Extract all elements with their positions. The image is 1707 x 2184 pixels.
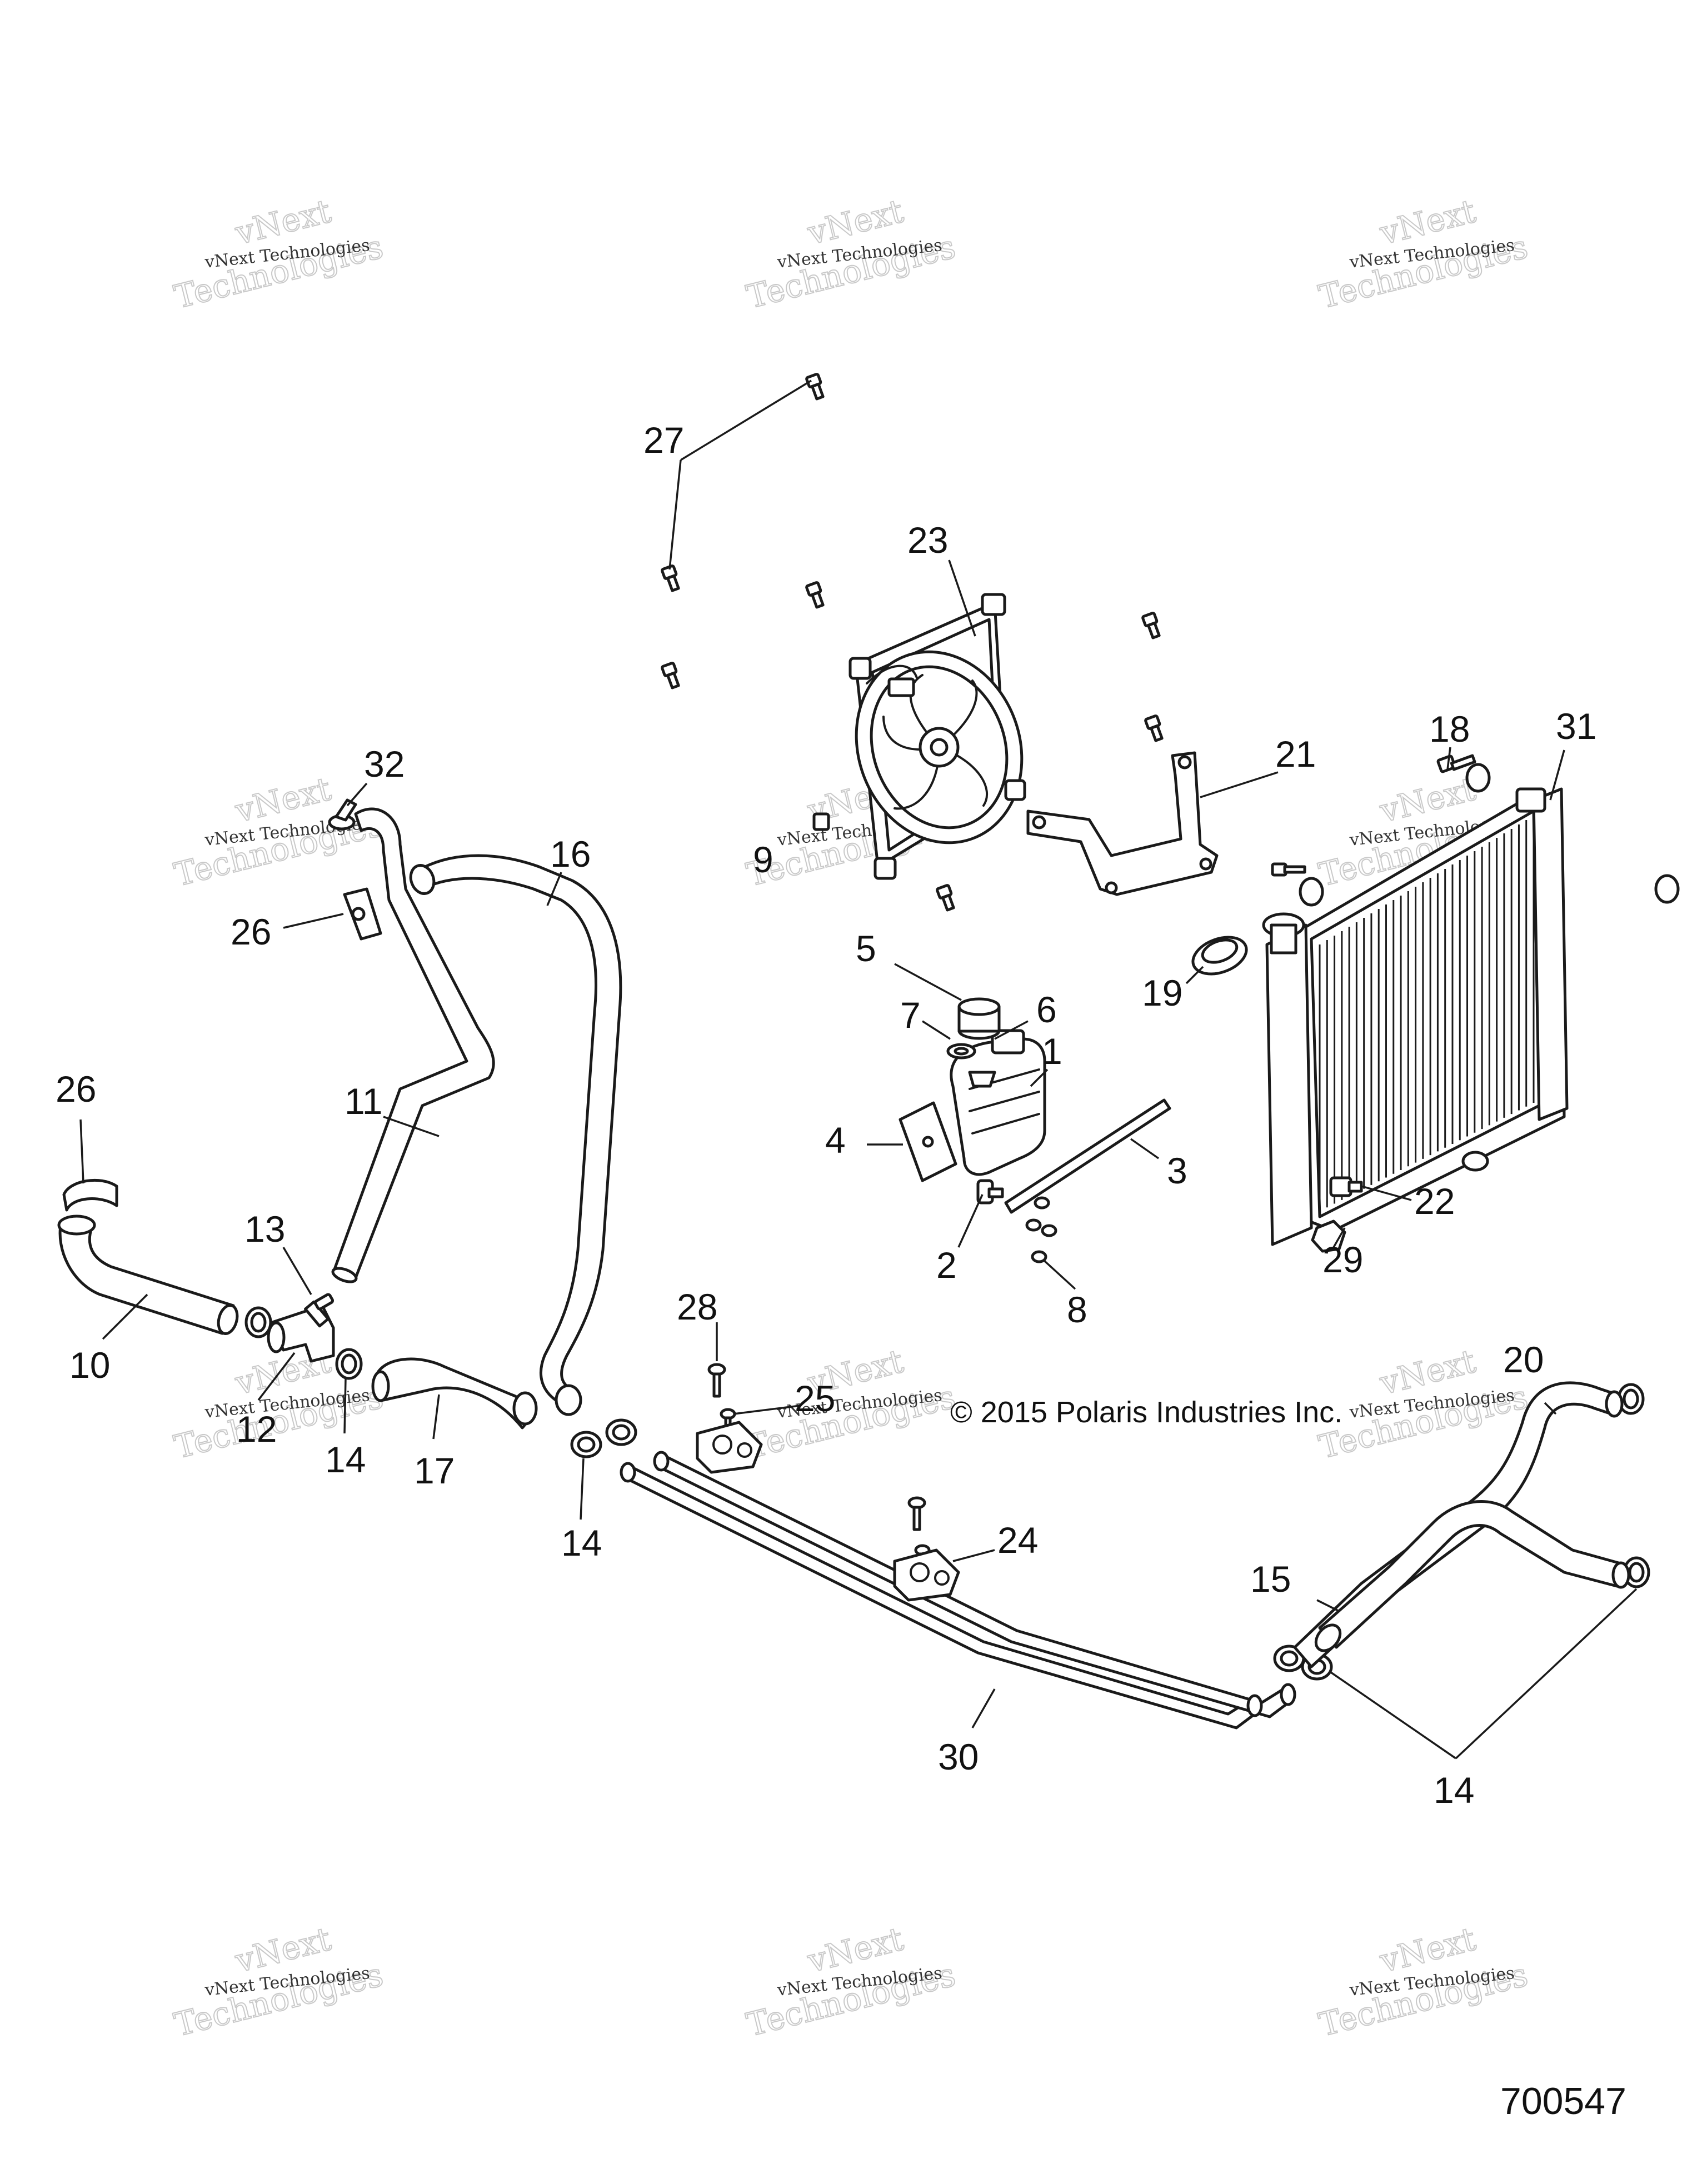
watermark-top-right: vNext Technologies vNext Technologies (1315, 192, 1532, 317)
watermark-bottom-right: vNext Technologies vNext Technologies (1315, 1920, 1532, 2045)
reservoir-washer (946, 1043, 976, 1059)
radiator-bolts-grommets (1271, 754, 1680, 1172)
callout-14-right: 14 (1434, 1770, 1474, 1811)
tube-bracket-lower (893, 1548, 960, 1602)
reservoir-bracket (899, 1101, 957, 1182)
radiator (1262, 787, 1569, 1246)
fan-mounting-bracket (1026, 751, 1219, 896)
callout-31: 31 (1556, 706, 1596, 747)
hose-clamp-left (62, 1178, 118, 1212)
callout-26-upper: 26 (231, 911, 271, 952)
callout-17: 17 (414, 1450, 455, 1491)
right-lower-hose (1314, 1500, 1630, 1652)
fan-shroud-bolts (661, 373, 1164, 912)
tee-fitting (267, 1300, 335, 1363)
hose-clamps (244, 1306, 1650, 1681)
callout-18: 18 (1429, 708, 1470, 749)
callout-6: 6 (1036, 989, 1057, 1030)
callout-28: 28 (677, 1286, 717, 1327)
watermark-bottom-left: vNext Technologies vNext Technologies (170, 1920, 387, 2045)
watermark-lower-right: vNext Technologies vNext Technologies (1315, 1342, 1532, 1467)
watermark-bottom-center: vNext Technologies vNext Technologies (742, 1920, 960, 2045)
leader-lines (79, 379, 1638, 1760)
callout-8: 8 (1067, 1289, 1087, 1330)
cooling-fan-assembly (812, 593, 1026, 880)
callout-5: 5 (856, 928, 876, 969)
callout-7: 7 (900, 994, 921, 1036)
callout-9: 9 (753, 839, 773, 880)
callout-3: 3 (1167, 1150, 1187, 1191)
tube-bracket-upper (696, 1421, 763, 1474)
reservoir-adapter (968, 1071, 996, 1088)
upper-radiator-hose (409, 854, 622, 1416)
reservoir-screws (1025, 1196, 1057, 1263)
callout-14-center: 14 (561, 1522, 602, 1563)
hose-clamp-upper (343, 887, 382, 941)
callout-27: 27 (643, 419, 684, 461)
reservoir-cap (957, 997, 1001, 1040)
document-number: 700547 (1500, 2080, 1626, 2122)
watermark-lower-center: vNext Technologies vNext Technologies (742, 1342, 960, 1467)
small-hose-clamp (328, 798, 357, 831)
radiator-cap (1191, 936, 1248, 976)
copyright-notice: © 2015 Polaris Industries Inc. (950, 1396, 1342, 1429)
radiator-fins (1319, 816, 1535, 1211)
callout-26-left: 26 (56, 1068, 96, 1110)
watermark-mid-left: vNext Technologies vNext Technologies (170, 769, 387, 894)
bleeder-screw (313, 1293, 335, 1311)
lower-short-hose (371, 1357, 538, 1430)
callout-14-left: 14 (325, 1439, 366, 1480)
callout-30: 30 (938, 1736, 979, 1777)
callout-2: 2 (936, 1245, 957, 1286)
callout-20: 20 (1503, 1339, 1544, 1380)
callout-11: 11 (345, 1081, 383, 1122)
watermark-top-center: vNext Technologies vNext Technologies (742, 192, 960, 317)
callout-16: 16 (550, 833, 591, 874)
callout-4: 4 (825, 1120, 846, 1161)
watermark-top-left: vNext Technologies vNext Technologies (170, 192, 387, 317)
callout-1: 1 (1042, 1031, 1062, 1072)
callout-10: 10 (69, 1345, 110, 1386)
coolant-tubes (620, 1451, 1296, 1730)
reservoir-fitting (976, 1179, 1004, 1205)
bypass-hose (331, 807, 495, 1283)
callout-21: 21 (1275, 733, 1316, 774)
callout-13: 13 (244, 1208, 285, 1250)
callout-25: 25 (795, 1378, 835, 1419)
overflow-tube (1004, 1098, 1171, 1214)
callout-24: 24 (997, 1520, 1038, 1561)
callout-12: 12 (236, 1408, 277, 1450)
callout-23: 23 (907, 519, 948, 561)
callout-labels: 27 23 21 18 31 32 16 9 26 5 19 7 6 1 26 … (56, 419, 1626, 2122)
callout-29: 29 (1322, 1239, 1363, 1280)
lower-left-hose (57, 1215, 239, 1335)
callout-32: 32 (364, 743, 405, 784)
callout-19: 19 (1142, 972, 1182, 1013)
callout-22: 22 (1414, 1181, 1455, 1222)
callout-15: 15 (1250, 1558, 1291, 1600)
